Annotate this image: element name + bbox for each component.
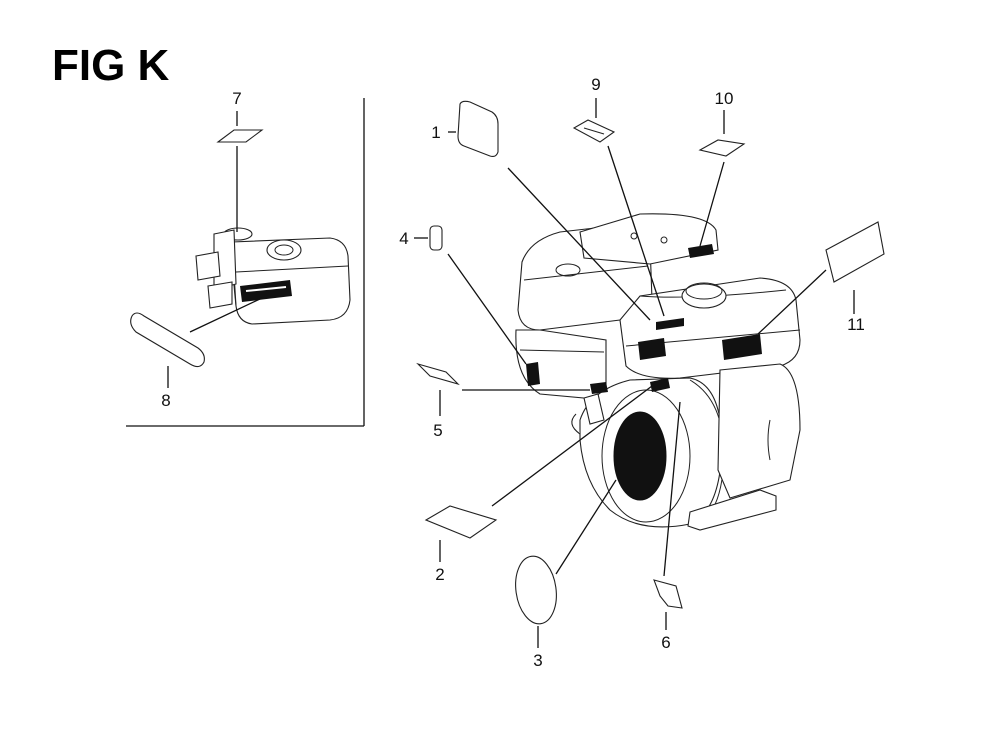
part-11-decal — [757, 221, 885, 335]
callout-5: 5 — [433, 421, 442, 440]
part-7-decal — [216, 111, 264, 232]
part-9-decal — [572, 98, 665, 317]
callout-9: 9 — [591, 75, 600, 94]
part-10-decal — [698, 110, 746, 247]
callout-11: 11 — [847, 315, 865, 334]
callout-7: 7 — [232, 89, 241, 108]
figure-title: FIG K — [52, 41, 170, 90]
part-4-decal — [414, 225, 527, 365]
part-2-decal — [424, 385, 653, 562]
callout-10: 10 — [715, 89, 734, 108]
part-1-decal — [448, 100, 651, 321]
inset-frame — [126, 98, 365, 427]
part-3-decal — [515, 479, 617, 648]
part-6-decal — [653, 401, 683, 630]
engine-assembly — [515, 213, 801, 531]
callout-3: 3 — [533, 651, 542, 670]
callout-4: 4 — [399, 229, 408, 248]
part-5-decal — [416, 362, 590, 416]
inset-fuel-tank — [195, 227, 351, 325]
callout-8: 8 — [161, 391, 170, 410]
callout-1: 1 — [431, 123, 440, 142]
callout-6: 6 — [661, 633, 670, 652]
callout-2: 2 — [435, 565, 444, 584]
part-8-label — [130, 297, 263, 388]
